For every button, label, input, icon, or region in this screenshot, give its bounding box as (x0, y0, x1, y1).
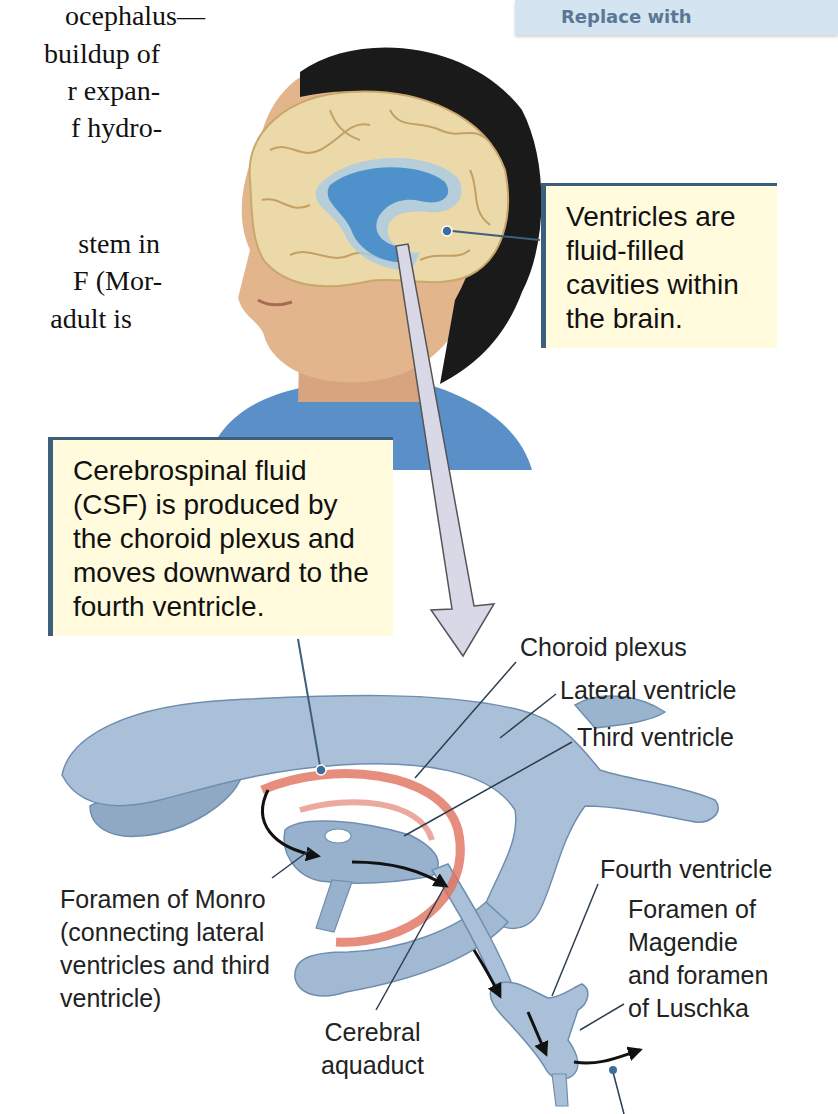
mouth (258, 300, 292, 305)
body-text: adult is (50, 303, 132, 335)
zoom-arrow (396, 244, 494, 656)
flow-arrows (263, 790, 640, 1063)
body-text: f hydro- (71, 112, 162, 144)
fourth-ventricle (490, 982, 587, 1080)
callout-box: Ventricles are fluid-filled cavities wit… (541, 183, 777, 348)
box-text: Ventricles are fluid-filled cavities wit… (566, 200, 764, 336)
part-label: Cerebral aquaduct (310, 1016, 435, 1082)
body-text: r expan- (67, 75, 160, 107)
body-text: buildup of (44, 38, 160, 70)
leader-dot (609, 1066, 617, 1074)
body-text: ocephalus— (65, 0, 205, 32)
head-illustration (205, 48, 542, 470)
leader-dot (442, 226, 452, 236)
body-text: stem in (78, 228, 160, 260)
part-label: Third ventricle (577, 721, 797, 754)
box-text: Replace with (561, 6, 824, 27)
leader-dot (316, 765, 326, 775)
header-tab: Replace with (515, 0, 838, 35)
part-label: Fourth ventricle (600, 853, 820, 886)
callout-box: Cerebrospinal fluid (CSF) is produced by… (48, 437, 393, 636)
brain-ventricles (328, 167, 449, 262)
leader-line (298, 639, 320, 766)
body-text: F (Mor- (73, 265, 162, 297)
part-label: Choroid plexus (520, 631, 720, 664)
ventricle-halo (316, 158, 462, 270)
part-label: Foramen of Magendie and foramen of Lusch… (628, 893, 783, 1025)
box-text: Cerebrospinal fluid (CSF) is produced by… (73, 454, 380, 624)
choroid-plexus (262, 774, 460, 943)
part-label: Lateral ventricle (560, 674, 780, 707)
cerebral-aqueduct (432, 864, 512, 990)
leader-line (452, 231, 540, 240)
part-label: Foramen of Monro (connecting lateral ven… (60, 883, 275, 1015)
brain (250, 92, 508, 287)
leader-lines (272, 662, 624, 1114)
